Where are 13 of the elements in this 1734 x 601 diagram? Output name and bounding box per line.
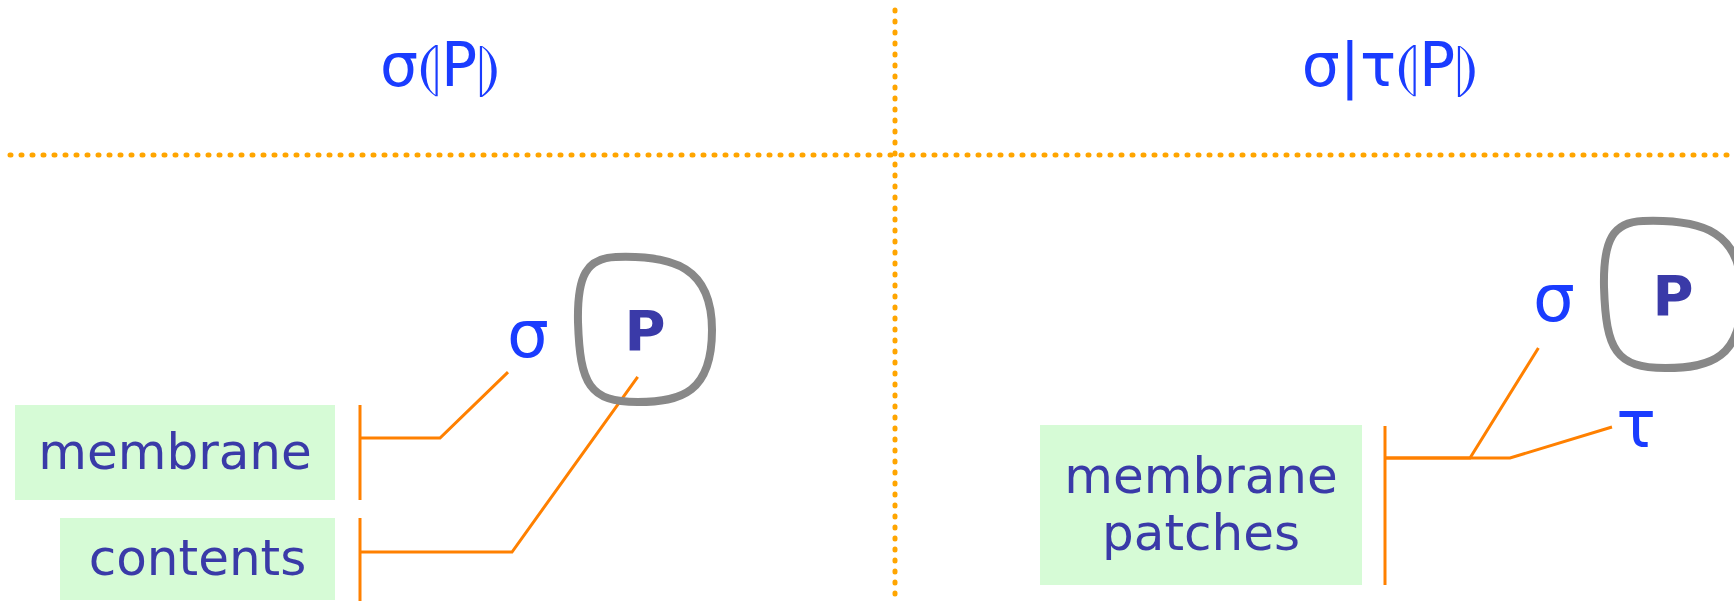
formula-heading: σ|τ⦇P⦈ <box>1300 30 1480 101</box>
symbol-label: σ <box>503 300 553 370</box>
label-tag: contents <box>60 518 335 600</box>
label-tag: membrane patches <box>1040 425 1362 585</box>
symbol-label: τ <box>1612 392 1660 458</box>
rounded-box: P <box>572 252 718 408</box>
leader-line <box>360 375 639 554</box>
formula-heading: σ⦇P⦈ <box>378 30 502 101</box>
leader-line <box>360 371 510 440</box>
rounded-box: P <box>1598 216 1734 374</box>
symbol-label: σ <box>1528 264 1580 334</box>
leader-line <box>1385 425 1613 460</box>
label-tag: membrane <box>15 405 335 500</box>
